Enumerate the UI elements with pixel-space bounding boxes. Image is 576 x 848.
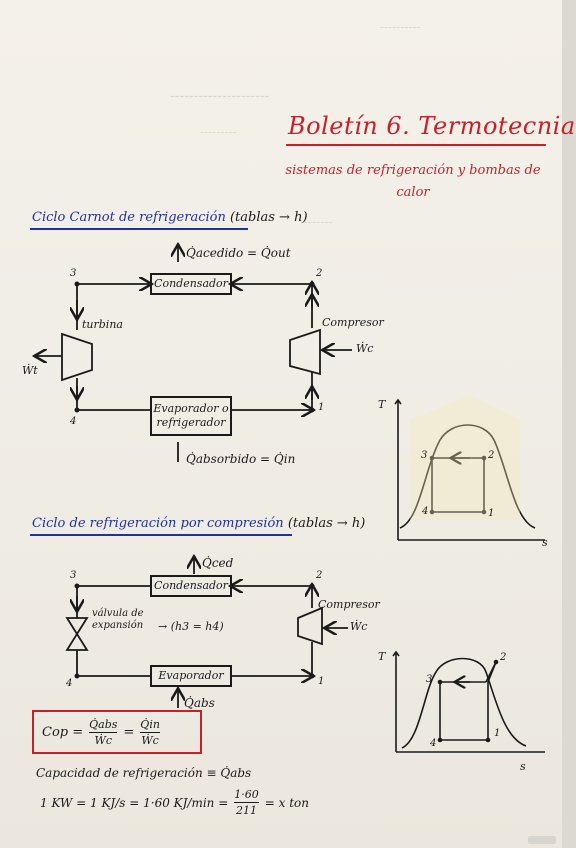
evaporator-box: Evaporador <box>150 665 232 687</box>
title-underline <box>286 144 546 146</box>
ts-node: 4 <box>422 506 429 517</box>
ts-node: 4 <box>430 738 437 749</box>
cop-label: Cop = <box>42 724 84 740</box>
diagram-lines <box>0 0 545 753</box>
ts-axis-t: T <box>378 398 386 411</box>
section-heading-suffix: (tablas → h) <box>287 516 366 531</box>
section-underline <box>30 534 292 536</box>
cop-numerator: Q̇abs <box>89 717 118 731</box>
cop-fraction-2: Q̇in Ẇc <box>140 718 160 747</box>
cop-equals: = <box>123 724 135 740</box>
node-label: 1 <box>318 402 325 413</box>
node-label: 1 <box>318 676 325 687</box>
scanner-watermark-logo <box>528 836 556 844</box>
compressor-work-label: Ẇc <box>356 342 374 355</box>
conversion-result: = x ton <box>264 795 310 810</box>
ts-node: 3 <box>426 674 433 685</box>
cop-denominator: Ẇc <box>94 733 112 747</box>
node-label: 3 <box>70 268 77 279</box>
ts-node: 1 <box>494 728 501 739</box>
conversion-line: 1 KW = 1 KJ/s = 1·60 KJ/min = 1·60 211 =… <box>40 788 309 817</box>
conversion-text: 1 KW = 1 KJ/s = 1·60 KJ/min = <box>40 795 229 810</box>
ts-axis-t: T <box>378 650 386 663</box>
section-heading-carnot: Ciclo Carnot de refrigeración (tablas → … <box>32 210 308 225</box>
valve-relation: → (h3 = h4) <box>158 620 224 633</box>
compressor-work-label: Ẇc <box>350 620 368 633</box>
page-title: Boletín 6. Termotecnia <box>288 112 576 140</box>
evaporator-label: Evaporador o refrigerador <box>153 402 229 429</box>
node-label: 4 <box>70 416 77 427</box>
conversion-numerator: 1·60 <box>234 788 259 801</box>
compressor-label: Compresor <box>322 316 384 329</box>
section-heading-compression: Ciclo de refrigeración por compresión (t… <box>32 516 365 531</box>
evaporator-box: Evaporador o refrigerador <box>150 396 232 436</box>
ts-axis-s: s <box>520 760 526 773</box>
compressor-label: Compresor <box>318 598 380 611</box>
capacity-line: Capacidad de refrigeración ≡ Q̇abs <box>36 766 252 780</box>
cop-fraction-1: Q̇abs Ẇc <box>89 717 118 747</box>
section-heading-suffix: (tablas → h) <box>229 210 308 225</box>
section-heading-text: Ciclo Carnot de refrigeración <box>32 210 226 225</box>
node-label: 2 <box>316 570 323 581</box>
condenser-box: Condensador <box>150 575 232 597</box>
heat-out-label: Q̇ced <box>202 556 234 570</box>
turbine-label: turbina <box>82 318 123 331</box>
ts-node: 3 <box>421 450 428 461</box>
evaporator-label: Evaporador <box>158 669 224 682</box>
cop-formula-box: Cop = Q̇abs Ẇc = Q̇in Ẇc <box>32 710 202 754</box>
condenser-label: Condensador <box>154 277 228 290</box>
heat-in-label: Q̇absorbido = Q̇in <box>186 452 296 466</box>
cop-numerator: Q̇in <box>140 717 160 731</box>
heat-out-label: Q̇acedido = Q̇out <box>186 246 291 260</box>
ts-node: 2 <box>500 652 507 663</box>
heat-in-label: Q̇abs <box>184 696 215 710</box>
conversion-denominator: 211 <box>236 804 258 817</box>
ts-node: 2 <box>488 450 495 461</box>
condenser-box: Condensador <box>150 273 232 295</box>
node-label: 4 <box>66 678 73 689</box>
ts-axis-s: s <box>542 536 548 549</box>
page-subtitle: sistemas de refrigeración y bombas de ca… <box>285 163 541 200</box>
node-label: 2 <box>316 268 323 279</box>
condenser-label: Condensador <box>154 579 228 592</box>
cop-denominator: Ẇc <box>141 733 159 747</box>
ts-node: 1 <box>488 508 495 519</box>
turbine-work-label: Ẇt <box>22 364 38 377</box>
section-heading-text: Ciclo de refrigeración por compresión <box>32 516 284 531</box>
valve-label: válvula de expansión <box>92 608 144 631</box>
node-label: 3 <box>70 570 77 581</box>
section-underline <box>30 228 248 230</box>
conversion-fraction: 1·60 211 <box>234 788 259 817</box>
